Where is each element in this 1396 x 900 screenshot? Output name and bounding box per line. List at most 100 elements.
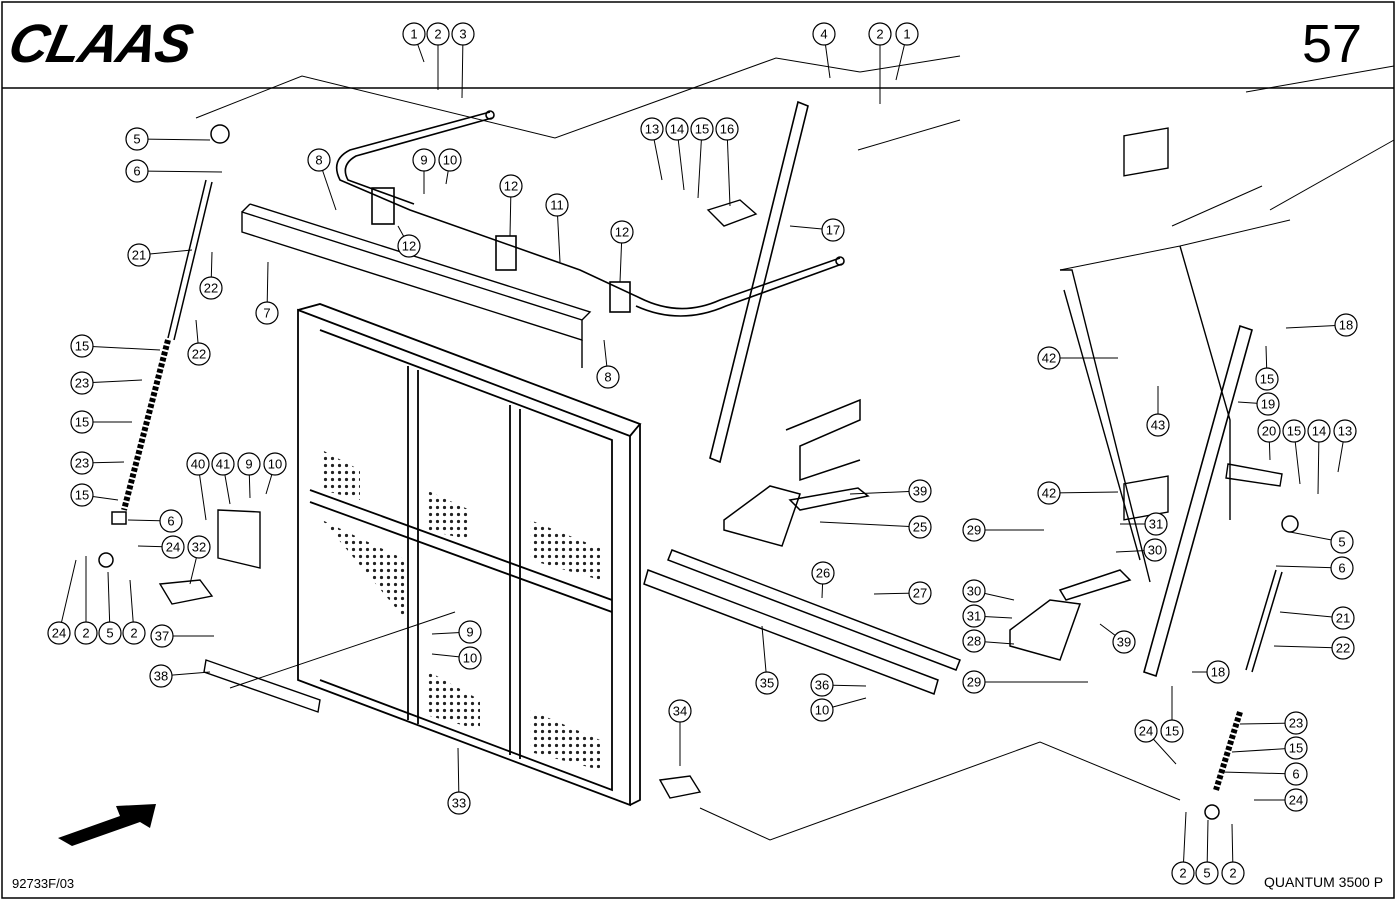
- callout-15: 15: [1282, 419, 1306, 485]
- callout-number: 42: [1042, 351, 1056, 366]
- callout-number: 18: [1339, 318, 1353, 333]
- callout-number: 28: [967, 634, 981, 649]
- callout-9: 9: [237, 452, 261, 499]
- callout-4: 4: [812, 22, 836, 79]
- callout-number: 15: [1260, 372, 1274, 387]
- callout-31: 31: [962, 604, 1013, 628]
- callout-number: 39: [1117, 635, 1131, 650]
- callout-12: 12: [499, 174, 523, 237]
- callout-number: 8: [604, 370, 611, 385]
- callout-circle: [438, 148, 462, 172]
- callout-circle: [895, 22, 919, 46]
- callout-circle: [1195, 861, 1219, 885]
- callout-circle: [74, 621, 98, 645]
- callout-13: 13: [1333, 419, 1357, 473]
- callout-circle: [908, 581, 932, 605]
- callout-39: 39: [1099, 623, 1136, 654]
- callout-15: 15: [70, 334, 161, 358]
- callout-leader-line: [136, 170, 223, 173]
- callout-number: 5: [133, 132, 140, 147]
- callout-circle: [1255, 367, 1279, 391]
- callout-leader-line: [1221, 771, 1297, 775]
- callout-24: 24: [1134, 719, 1177, 765]
- callout-circle: [1330, 530, 1354, 554]
- callout-circle: [187, 535, 211, 559]
- callout-number: 24: [1139, 724, 1153, 739]
- callout-circle: [307, 148, 331, 172]
- callout-circle: [447, 791, 471, 815]
- callout-circle: [150, 624, 174, 648]
- callout-number: 9: [420, 153, 427, 168]
- callout-9: 9: [431, 620, 482, 644]
- callout-1: 1: [402, 22, 426, 63]
- callout-23: 23: [1239, 711, 1308, 735]
- callout-5: 5: [125, 127, 211, 151]
- callout-10: 10: [810, 697, 867, 722]
- callout-circle: [1284, 736, 1308, 760]
- callout-circle: [187, 342, 211, 366]
- callout-2: 2: [122, 579, 146, 645]
- callout-24: 24: [47, 559, 77, 645]
- callout-circle: [1330, 556, 1354, 580]
- strut-19: [1143, 324, 1253, 678]
- callout-number: 15: [695, 122, 709, 137]
- callout-17: 17: [789, 218, 845, 242]
- callout-circle: [70, 483, 94, 507]
- callout-29: 29: [962, 670, 1088, 694]
- callout-24: 24: [137, 535, 185, 559]
- callout-24: 24: [1254, 788, 1308, 812]
- rail-bar-11: [335, 110, 845, 317]
- callout-number: 16: [720, 122, 734, 137]
- callout-number: 36: [815, 678, 829, 693]
- callout-number: 1: [410, 27, 417, 42]
- callout-circle: [1037, 346, 1061, 370]
- callout-3: 3: [451, 22, 475, 99]
- callout-2: 2: [868, 22, 892, 104]
- callout-circle: [715, 117, 739, 141]
- callout-circle: [640, 117, 664, 141]
- machine-side-panel: [1060, 127, 1231, 583]
- spring-rod-right: [1204, 515, 1299, 820]
- callout-leader-line: [136, 138, 211, 141]
- callout-number: 30: [1148, 543, 1162, 558]
- callout-27: 27: [873, 581, 932, 605]
- callout-number: 15: [75, 339, 89, 354]
- callout-circle: [908, 479, 932, 503]
- callout-circle: [1257, 419, 1281, 443]
- callout-15: 15: [1160, 686, 1184, 743]
- callout-circle: [668, 699, 692, 723]
- callout-circle: [451, 22, 475, 46]
- callout-circle: [458, 620, 482, 644]
- callout-number: 30: [967, 584, 981, 599]
- callout-number: 22: [204, 281, 218, 296]
- callout-number: 2: [876, 27, 883, 42]
- callout-21: 21: [1279, 606, 1355, 630]
- callout-18: 18: [1192, 660, 1230, 684]
- callout-number: 38: [154, 669, 168, 684]
- callout-2: 2: [74, 556, 98, 645]
- callout-number: 41: [216, 457, 230, 472]
- callout-circle: [868, 22, 892, 46]
- callout-circle: [1144, 512, 1168, 536]
- callout-number: 4: [820, 27, 827, 42]
- callout-38: 38: [149, 664, 211, 688]
- callout-8: 8: [307, 148, 337, 211]
- callout-circle: [458, 646, 482, 670]
- callout-number: 23: [75, 376, 89, 391]
- callout-circle: [596, 365, 620, 389]
- callout-number: 6: [1292, 767, 1299, 782]
- callout-circle: [402, 22, 426, 46]
- callout-circle: [1284, 762, 1308, 786]
- callout-circle: [545, 193, 569, 217]
- callout-number: 29: [967, 675, 981, 690]
- callout-number: 43: [1151, 418, 1165, 433]
- callout-number: 22: [1336, 641, 1350, 656]
- callout-32: 32: [187, 535, 211, 585]
- callout-16: 16: [715, 117, 739, 207]
- callout-number: 31: [1149, 517, 1163, 532]
- callout-leader-line: [849, 490, 921, 495]
- callout-circle: [1331, 606, 1355, 630]
- callout-number: 5: [1338, 535, 1345, 550]
- callout-number: 17: [826, 223, 840, 238]
